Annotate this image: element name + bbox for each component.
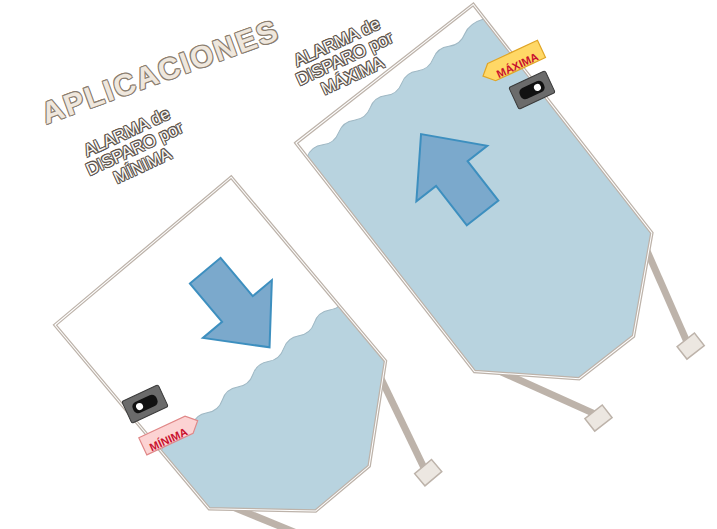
level-sensor [509,71,555,110]
silo-foot [677,333,704,359]
level-arrow-up [386,106,518,240]
silo-foot [415,459,442,485]
level-arrow-down [171,242,304,376]
liquid [159,301,430,529]
silo-foot [585,405,612,431]
level-sensor [122,385,168,424]
